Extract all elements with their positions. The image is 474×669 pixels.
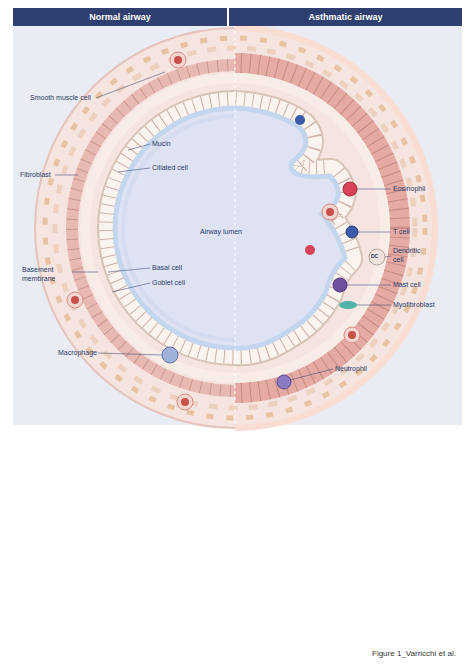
header-text: Normal airway xyxy=(89,12,151,22)
smooth-muscle-ring xyxy=(72,65,235,391)
leader-line xyxy=(385,256,391,257)
leader-line xyxy=(128,144,150,150)
vessels xyxy=(67,52,360,410)
smooth-muscle-borders xyxy=(72,65,235,391)
macrophage-cell xyxy=(162,347,178,363)
header-band: Asthmatic airway xyxy=(229,8,462,26)
vessel-lumen xyxy=(348,331,356,339)
leader-line xyxy=(98,353,162,355)
epithelial-cell-borders xyxy=(115,108,345,348)
callout-label: Goblet cell xyxy=(152,278,185,287)
immune-cells xyxy=(162,115,385,389)
divider xyxy=(235,25,236,425)
callout-label: Ciliated cell xyxy=(152,163,188,172)
basement-membrane xyxy=(115,108,345,348)
leader-line xyxy=(357,305,391,306)
myofibroblast-cell xyxy=(339,301,357,309)
leader-line xyxy=(108,268,150,272)
leader-line xyxy=(347,285,391,286)
callout-label: Eosinophil xyxy=(393,184,425,193)
callout-label: Basal cell xyxy=(152,263,182,272)
leader-line xyxy=(118,168,150,172)
leader-line xyxy=(358,232,391,233)
vessel-lumen xyxy=(181,398,189,406)
callout-label: Fibroblast xyxy=(20,170,51,179)
vessel xyxy=(344,327,360,343)
outer-rim xyxy=(235,28,435,428)
callout-label: DC xyxy=(371,253,378,260)
callout-label: Neutrophil xyxy=(335,364,367,373)
callout-label: Mast cell xyxy=(393,280,421,289)
leader-lines xyxy=(55,72,391,380)
leader-line xyxy=(290,369,333,380)
vessel xyxy=(177,394,193,410)
leader-line xyxy=(72,272,98,273)
callout-label: Airway lumen xyxy=(200,227,242,236)
leader-line xyxy=(357,189,391,190)
leader-line xyxy=(96,72,165,98)
vessel-lumen xyxy=(71,296,79,304)
header-text: Asthmatic airway xyxy=(308,12,382,22)
callout-label: Macrophage xyxy=(58,348,97,357)
thick-smooth-muscle xyxy=(235,63,400,393)
mucin-layer xyxy=(123,116,235,340)
callout-label: Dendritic cell xyxy=(393,246,433,264)
airway-lumen xyxy=(115,108,345,348)
header-band: Normal airway xyxy=(13,8,227,26)
t-cell xyxy=(295,115,305,125)
figure-caption: Figure 1_Varricchi et al. xyxy=(372,649,456,659)
vessel xyxy=(67,292,83,308)
leader-line xyxy=(55,175,78,176)
callout-label: Smooth muscle cell xyxy=(30,93,91,102)
callout-label: Myofibroblast xyxy=(393,300,435,309)
vessel-lumen xyxy=(174,56,182,64)
neutrophil-cell xyxy=(277,375,291,389)
dendritic-cell xyxy=(369,249,385,265)
mast-cell xyxy=(333,278,347,292)
thick-smooth-muscle-borders xyxy=(235,63,400,393)
epithelium xyxy=(115,108,345,348)
eosinophil-cell xyxy=(305,245,315,255)
vessel-lumen xyxy=(326,208,334,216)
vessel xyxy=(170,52,186,68)
callout-label: Basement membrane xyxy=(22,265,72,283)
leader-line xyxy=(112,283,150,292)
wall-cell-ring xyxy=(55,48,415,408)
t-cell xyxy=(346,226,358,238)
callout-label: Mucin xyxy=(152,139,171,148)
callout-label: T cell xyxy=(393,227,410,236)
eosinophil-cell xyxy=(343,182,357,196)
vessel xyxy=(322,204,338,220)
